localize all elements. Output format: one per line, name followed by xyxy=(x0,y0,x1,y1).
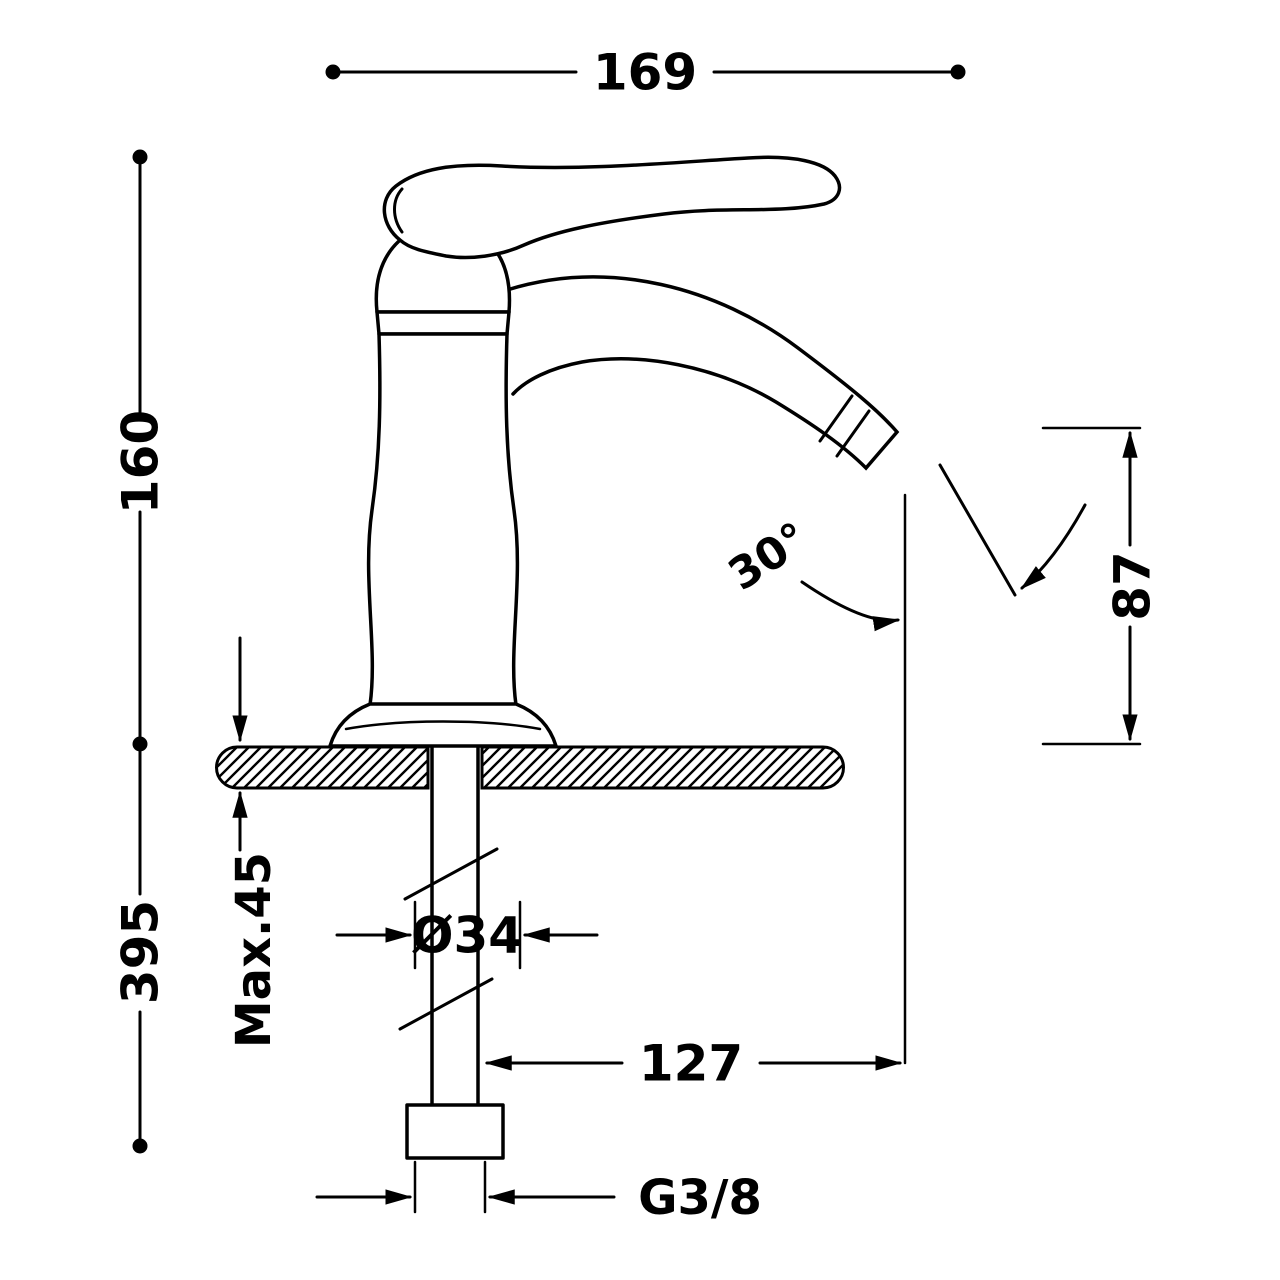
angle-arc-arrow-right xyxy=(1020,503,1087,590)
cartridge-ring xyxy=(375,310,511,336)
shank-break-marks xyxy=(398,847,499,1031)
aerator-icon xyxy=(818,394,871,458)
dim-label-upper-height: 160 xyxy=(112,410,170,514)
base-foot xyxy=(328,702,558,748)
dim-extension-lines xyxy=(413,1160,487,1214)
base-contour xyxy=(344,720,542,731)
dim-label-top-width: 169 xyxy=(593,44,697,102)
countertop xyxy=(215,745,845,790)
spout-fill xyxy=(507,276,897,468)
spout-outline xyxy=(505,275,900,471)
shank xyxy=(430,745,480,1107)
dim-spout-height: 87 xyxy=(1041,426,1162,746)
countertop-hatch-right xyxy=(480,745,845,790)
lever-handle xyxy=(382,155,842,260)
dim-label-lower-height: 395 xyxy=(112,900,170,1004)
dim-extension-lines xyxy=(413,900,522,970)
dim-hole-diameter: Ø34 xyxy=(335,900,599,970)
dim-lower-height: 395 xyxy=(112,742,170,1154)
dim-label-thread: G3/8 xyxy=(638,1170,762,1226)
dim-spout-angle: 30° xyxy=(720,463,1087,632)
connection-nut xyxy=(405,1103,505,1160)
dim-label-spout-height: 87 xyxy=(1104,551,1162,621)
dim-label-hole-diameter: Ø34 xyxy=(411,907,523,965)
dim-label-reach: 127 xyxy=(639,1035,743,1093)
dim-reach: 127 xyxy=(484,493,907,1093)
angle-direction-line xyxy=(938,463,1017,597)
faucet xyxy=(328,155,900,1160)
dim-reference-lines xyxy=(1041,426,1142,746)
lever-cap-line xyxy=(393,187,404,234)
angle-arc-arrow-left xyxy=(800,580,901,632)
dim-top-width: 169 xyxy=(325,44,966,102)
body-column xyxy=(366,332,520,707)
dim-deck-thickness: Max.45 xyxy=(226,636,282,1048)
dim-label-spout-angle: 30° xyxy=(720,513,818,601)
dim-thread: G3/8 xyxy=(315,1160,762,1226)
dim-upper-height: 160 xyxy=(112,149,170,752)
countertop-hatch-left xyxy=(215,745,430,790)
dim-label-deck-thickness: Max.45 xyxy=(226,852,282,1048)
